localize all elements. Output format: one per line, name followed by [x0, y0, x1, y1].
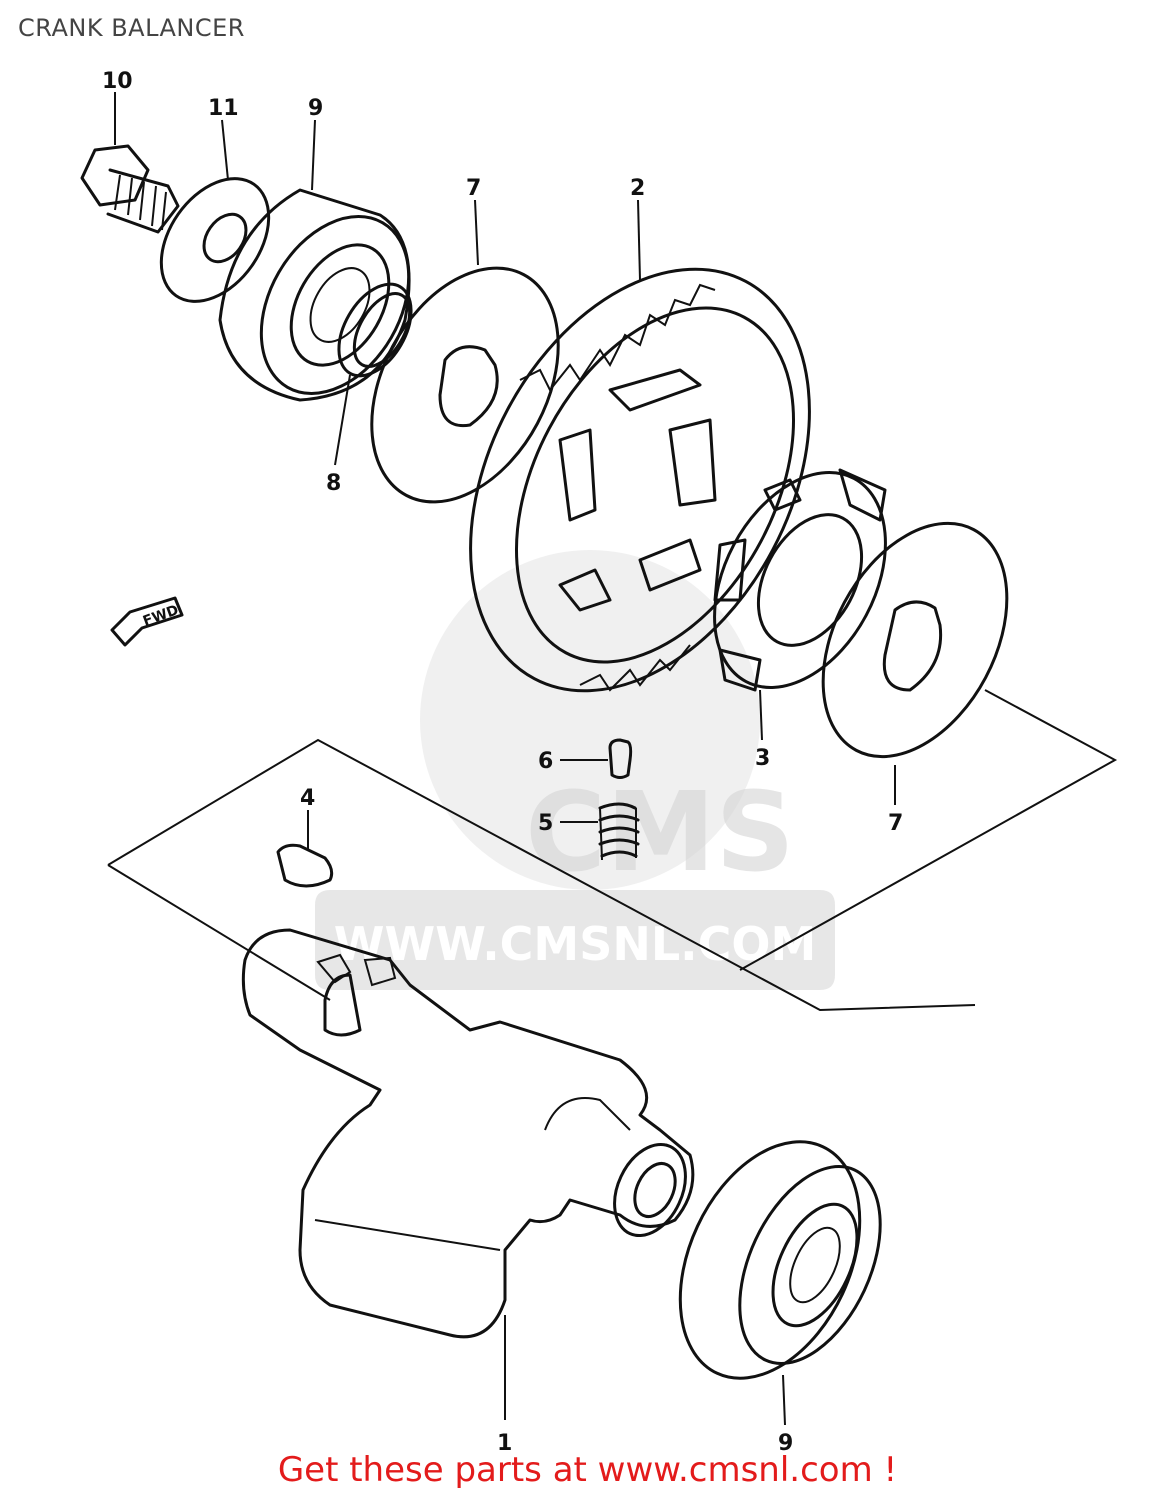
callout-8: 8 [326, 471, 341, 496]
callout-4: 4 [300, 786, 315, 811]
part-9-bearing-top [218, 188, 411, 402]
callout-7-bottom: 7 [888, 811, 903, 836]
callout-3: 3 [755, 746, 770, 771]
watermark-brand: CMS [525, 768, 794, 896]
callout-11: 11 [208, 96, 239, 121]
part-8-circlip [337, 282, 413, 378]
page-title: CRANK BALANCER [18, 14, 245, 42]
part-6-pin [608, 738, 633, 779]
part-10-bolt [80, 144, 180, 234]
assembly-plane [107, 689, 1118, 1012]
part-4-key [276, 843, 334, 888]
part-1-balancer-weight [241, 928, 695, 1339]
callout-7-top: 7 [466, 176, 481, 201]
leader-lines [114, 92, 896, 1426]
callout-5: 5 [538, 811, 553, 836]
part-7-plate-bottom [821, 521, 1009, 759]
part-2-gear [469, 267, 811, 693]
callout-9-top: 9 [308, 96, 323, 121]
part-3-hub [713, 468, 887, 692]
footer-parts-link[interactable]: Get these parts at www.cmsnl.com ! [277, 1450, 898, 1490]
fwd-arrow-icon: FWD [110, 596, 184, 647]
callout-10: 10 [102, 69, 133, 94]
callouts: 10 11 9 7 2 8 6 5 4 3 7 1 9 [102, 69, 903, 1456]
callout-6: 6 [538, 749, 553, 774]
part-9-bearing-bottom [678, 1140, 882, 1380]
part-11-washer [159, 177, 271, 303]
callout-9-bottom: 9 [778, 1431, 793, 1456]
callout-2: 2 [630, 176, 645, 201]
watermark-url: WWW.CMSNL.COM [334, 917, 817, 971]
part-7-plate-top [370, 266, 560, 504]
callout-1: 1 [497, 1431, 512, 1456]
part-5-spring [598, 802, 640, 861]
